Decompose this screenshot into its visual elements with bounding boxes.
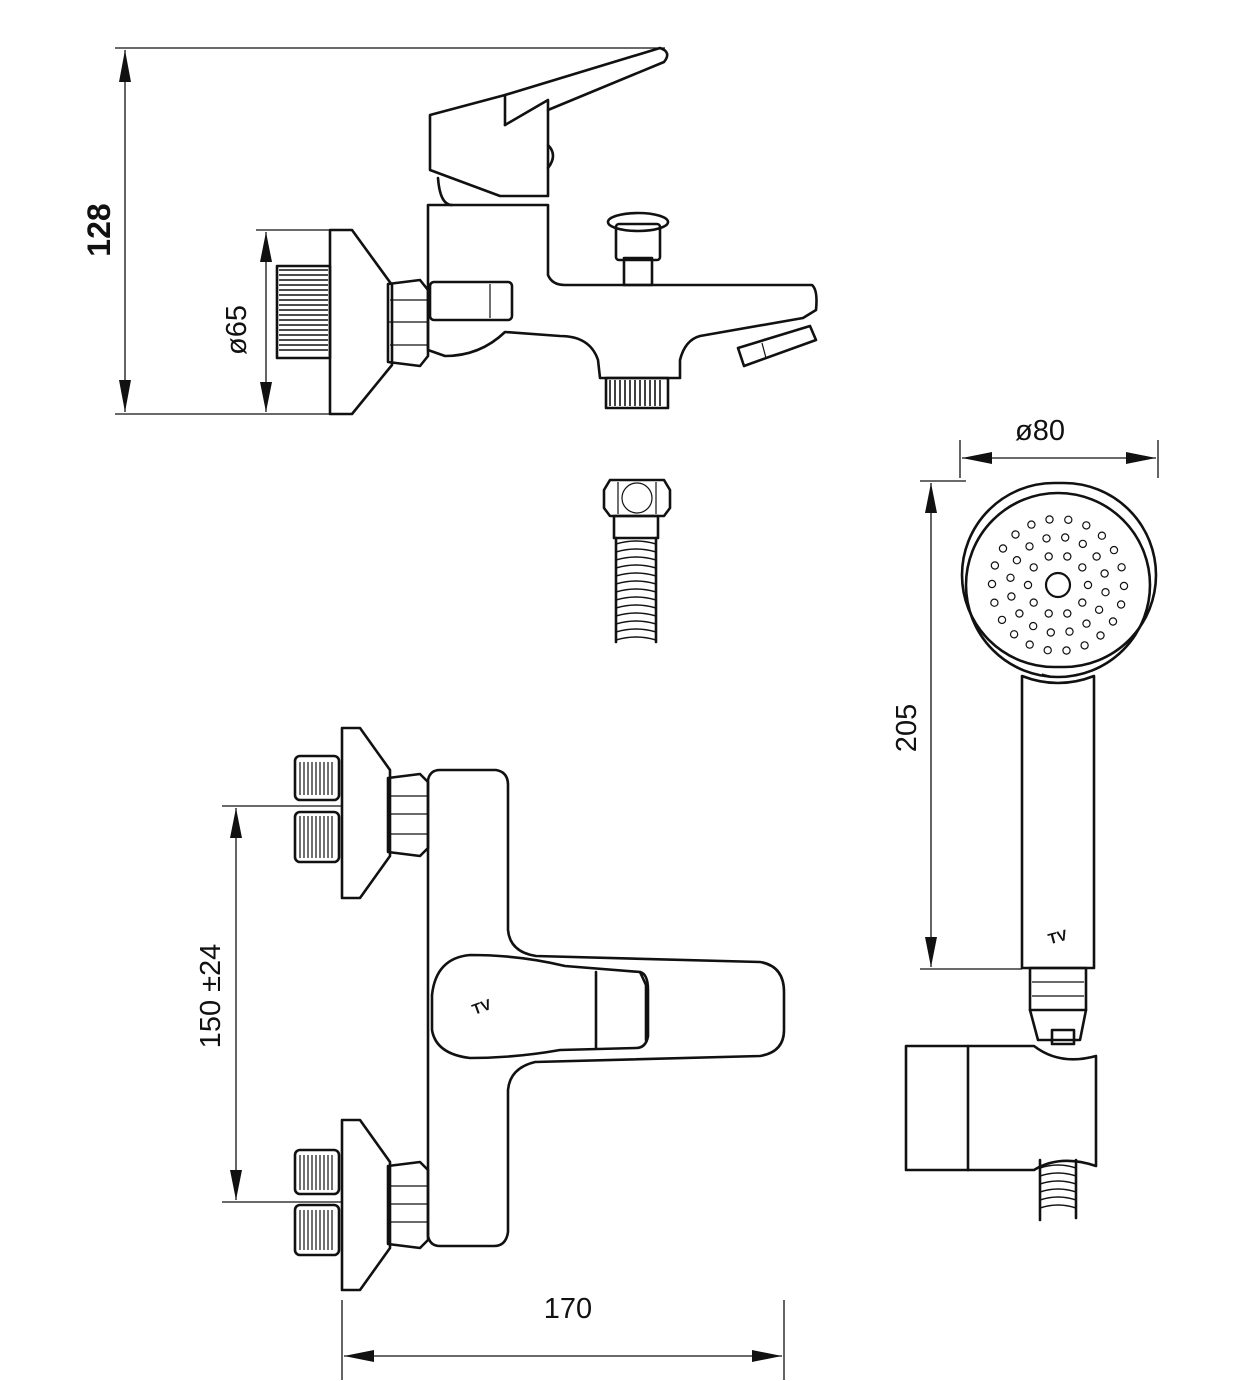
side-lever xyxy=(428,46,669,198)
shower-center-nozzle xyxy=(1044,571,1072,599)
shower-handle xyxy=(1020,674,1096,970)
side-thread-connector xyxy=(275,264,332,360)
hose-coils xyxy=(614,536,658,644)
shower-nozzles xyxy=(987,515,1129,655)
side-wall-plate xyxy=(328,228,394,416)
side-hose-outlet xyxy=(604,376,670,410)
front-bottom-wall-plate xyxy=(340,1118,392,1292)
height-label: 128 xyxy=(81,203,117,256)
side-spout-outlet xyxy=(736,324,818,368)
front-logo: TV xyxy=(470,996,494,1019)
side-hex-nut xyxy=(386,278,430,368)
shower-holder xyxy=(904,1044,1098,1172)
shower-diameter-label: ø80 xyxy=(1015,415,1065,447)
centers-label: 150 ±24 xyxy=(195,944,227,1049)
front-top-eccentric xyxy=(293,754,341,864)
front-bottom-eccentric xyxy=(293,1148,341,1257)
side-mixer-body xyxy=(426,203,818,380)
shower-length-label: 205 xyxy=(891,704,923,752)
side-diverter-stem xyxy=(622,256,654,287)
hose-nut xyxy=(602,478,672,518)
side-thread-lines xyxy=(279,269,328,351)
front-lever xyxy=(430,953,650,1060)
front-bottom-nut xyxy=(386,1160,430,1250)
hand-shower: TV ø80 205 xyxy=(891,415,1159,1222)
side-diverter-knob xyxy=(606,211,670,233)
front-top-wall-plate xyxy=(340,726,392,900)
front-mixer-body xyxy=(426,768,786,1248)
front-top-nut xyxy=(386,772,430,858)
side-view: 128 ø65 xyxy=(81,46,818,416)
shower-face xyxy=(964,491,1152,679)
shower-head-outer xyxy=(960,481,1158,669)
width-label: 170 xyxy=(544,1293,592,1325)
front-view: TV 150 ±24 170 xyxy=(195,726,786,1380)
plate-diameter-label: ø65 xyxy=(221,305,253,355)
shower-logo: TV xyxy=(1046,927,1069,948)
hose xyxy=(602,478,672,644)
